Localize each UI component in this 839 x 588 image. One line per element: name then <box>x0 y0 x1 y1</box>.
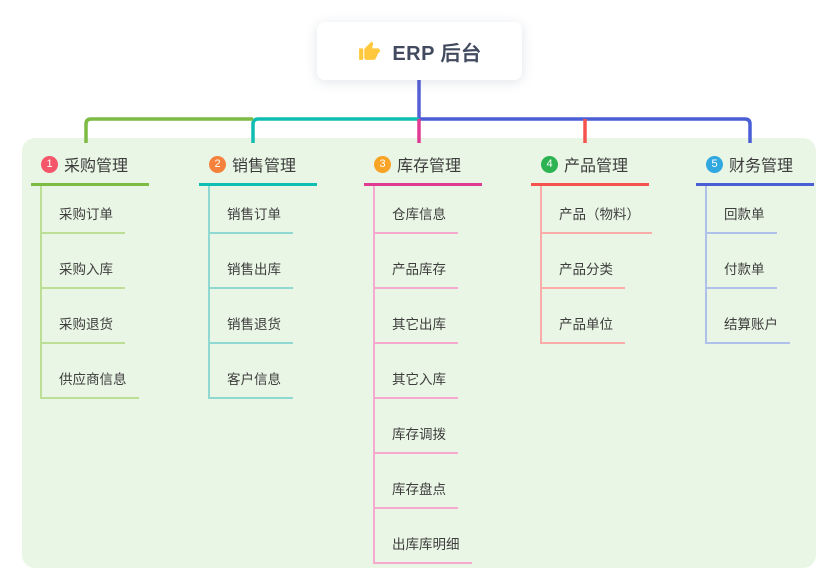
branch-销售管理: 2 销售管理销售订单销售出库销售退货客户信息 <box>199 150 317 399</box>
child-node[interactable]: 回款单 <box>707 186 777 234</box>
branch-采购管理: 1 采购管理采购订单采购入库采购退货供应商信息 <box>31 150 149 399</box>
branch-children: 销售订单销售出库销售退货客户信息 <box>208 186 317 399</box>
child-node[interactable]: 采购退货 <box>42 289 125 344</box>
child-node[interactable]: 客户信息 <box>210 344 293 399</box>
branches-panel <box>22 138 816 568</box>
child-node[interactable]: 销售退货 <box>210 289 293 344</box>
child-node[interactable]: 其它出库 <box>375 289 458 344</box>
child-node[interactable]: 销售出库 <box>210 234 293 289</box>
branch-title[interactable]: 1 采购管理 <box>31 150 149 186</box>
child-node[interactable]: 采购订单 <box>42 186 125 234</box>
branch-title[interactable]: 3 库存管理 <box>364 150 482 186</box>
root-node[interactable]: ERP 后台 <box>317 22 522 80</box>
branch-number-badge: 2 <box>209 155 226 173</box>
branch-number-badge: 4 <box>541 155 558 173</box>
child-node[interactable]: 库存盘点 <box>375 454 458 509</box>
branch-label: 财务管理 <box>729 158 794 175</box>
child-node[interactable]: 产品单位 <box>542 289 625 344</box>
branch-label: 产品管理 <box>564 158 629 175</box>
thumbs-up-icon <box>359 41 381 60</box>
child-node[interactable]: 库存调拨 <box>375 399 458 454</box>
branch-number-badge: 5 <box>706 155 723 173</box>
branch-产品管理: 4 产品管理产品（物料）产品分类产品单位 <box>531 150 652 344</box>
branch-label: 采购管理 <box>64 158 129 175</box>
child-node[interactable]: 结算账户 <box>707 289 790 344</box>
child-node[interactable]: 销售订单 <box>210 186 293 234</box>
branch-number-badge: 1 <box>41 155 58 173</box>
branch-children: 采购订单采购入库采购退货供应商信息 <box>40 186 149 399</box>
root-title: ERP 后台 <box>392 42 482 65</box>
child-node[interactable]: 出库库明细 <box>375 509 472 564</box>
branch-children: 回款单付款单结算账户 <box>705 186 814 344</box>
branch-库存管理: 3 库存管理仓库信息产品库存其它出库其它入库库存调拨库存盘点出库库明细 <box>364 150 482 564</box>
branch-label: 库存管理 <box>397 158 462 175</box>
child-node[interactable]: 采购入库 <box>42 234 125 289</box>
child-node[interactable]: 仓库信息 <box>375 186 458 234</box>
branch-title[interactable]: 4 产品管理 <box>531 150 649 186</box>
branch-title[interactable]: 2 销售管理 <box>199 150 317 186</box>
child-node[interactable]: 产品库存 <box>375 234 458 289</box>
branch-label: 销售管理 <box>232 158 297 175</box>
branch-number-badge: 3 <box>374 155 391 173</box>
branch-children: 产品（物料）产品分类产品单位 <box>540 186 652 344</box>
child-node[interactable]: 产品分类 <box>542 234 625 289</box>
branch-财务管理: 5 财务管理回款单付款单结算账户 <box>696 150 814 344</box>
child-node[interactable]: 产品（物料） <box>542 186 652 234</box>
branch-children: 仓库信息产品库存其它出库其它入库库存调拨库存盘点出库库明细 <box>373 186 482 564</box>
child-node[interactable]: 供应商信息 <box>42 344 139 399</box>
child-node[interactable]: 付款单 <box>707 234 777 289</box>
branch-title[interactable]: 5 财务管理 <box>696 150 814 186</box>
child-node[interactable]: 其它入库 <box>375 344 458 399</box>
